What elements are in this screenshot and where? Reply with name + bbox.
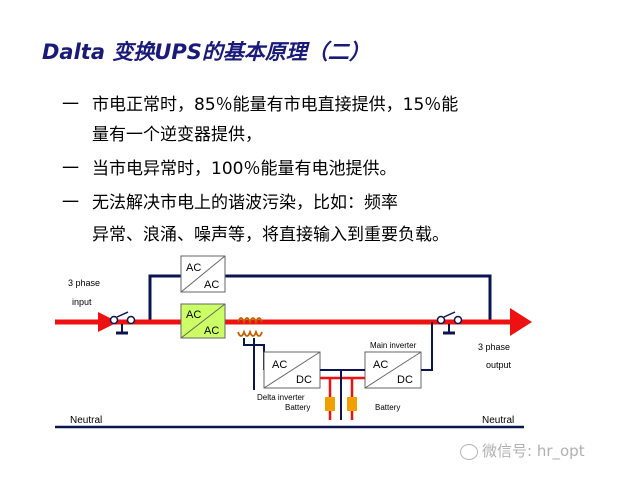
- output-label-1: 3 phase: [478, 342, 510, 352]
- bullet-1-line-1: 市电正常时，85％能量有市电直接提供，15％能: [92, 95, 459, 115]
- bypass-box-bottom: AC: [204, 279, 219, 291]
- wechat-icon: [460, 443, 478, 460]
- bypass-wire: [148, 274, 492, 320]
- main-inverter-box: AC DC: [364, 351, 422, 389]
- delta-inverter-label: Delta inverter: [257, 393, 305, 402]
- main-inv-box-bottom: DC: [397, 374, 413, 386]
- watermark: 微信号: hr_opt: [460, 440, 585, 461]
- bullet-2: 当市电异常时，100％能量有电池提供。: [92, 159, 397, 179]
- main-inv-box-top: AC: [373, 359, 388, 371]
- output-switch-icon: [436, 311, 463, 335]
- bypass-box-top: AC: [186, 262, 201, 274]
- battery-right-icon: [347, 397, 357, 411]
- neutral-left-label: Neutral: [70, 415, 102, 426]
- output-arrow: [510, 308, 532, 336]
- battery-right-label: Battery: [375, 403, 400, 412]
- transformer-icon: [237, 317, 263, 337]
- input-arrow: [98, 312, 118, 332]
- main-inv-output-wire: [421, 322, 433, 371]
- slide-title: Dalta 变换UPS的基本原理（二）: [42, 40, 370, 64]
- bullet-3-line-2: 异常、浪涌、噪声等，将直接输入到重要负载。: [92, 225, 449, 245]
- main-inverter-label: Main inverter: [370, 341, 417, 350]
- main-box-top: AC: [186, 309, 201, 321]
- watermark-text: 微信号: hr_opt: [482, 442, 585, 460]
- input-label-2: input: [72, 297, 92, 307]
- delta-box-bottom: DC: [296, 374, 312, 386]
- delta-inverter-box: AC DC: [263, 351, 321, 389]
- main-box-bottom: AC: [204, 325, 219, 337]
- bullet-1-line-2: 量有一个逆变器提供，: [92, 125, 262, 145]
- bullet-3-line-1: 无法解决市电上的谐波污染，比如：频率: [92, 193, 398, 213]
- output-label-2: output: [486, 360, 512, 370]
- bullet-dash: 一: [62, 193, 79, 213]
- main-ac-ac-box: AC AC: [180, 303, 226, 339]
- bullet-dash: 一: [62, 95, 79, 115]
- delta-box-top: AC: [272, 359, 287, 371]
- input-switch-icon: [109, 311, 136, 335]
- battery-left-label: Battery: [285, 403, 310, 412]
- battery-left-icon: [325, 397, 335, 411]
- bypass-ac-ac-box: AC AC: [180, 255, 226, 293]
- neutral-right-label: Neutral: [482, 415, 514, 426]
- bullet-dash: 一: [62, 159, 79, 179]
- input-label-1: 3 phase: [68, 278, 100, 288]
